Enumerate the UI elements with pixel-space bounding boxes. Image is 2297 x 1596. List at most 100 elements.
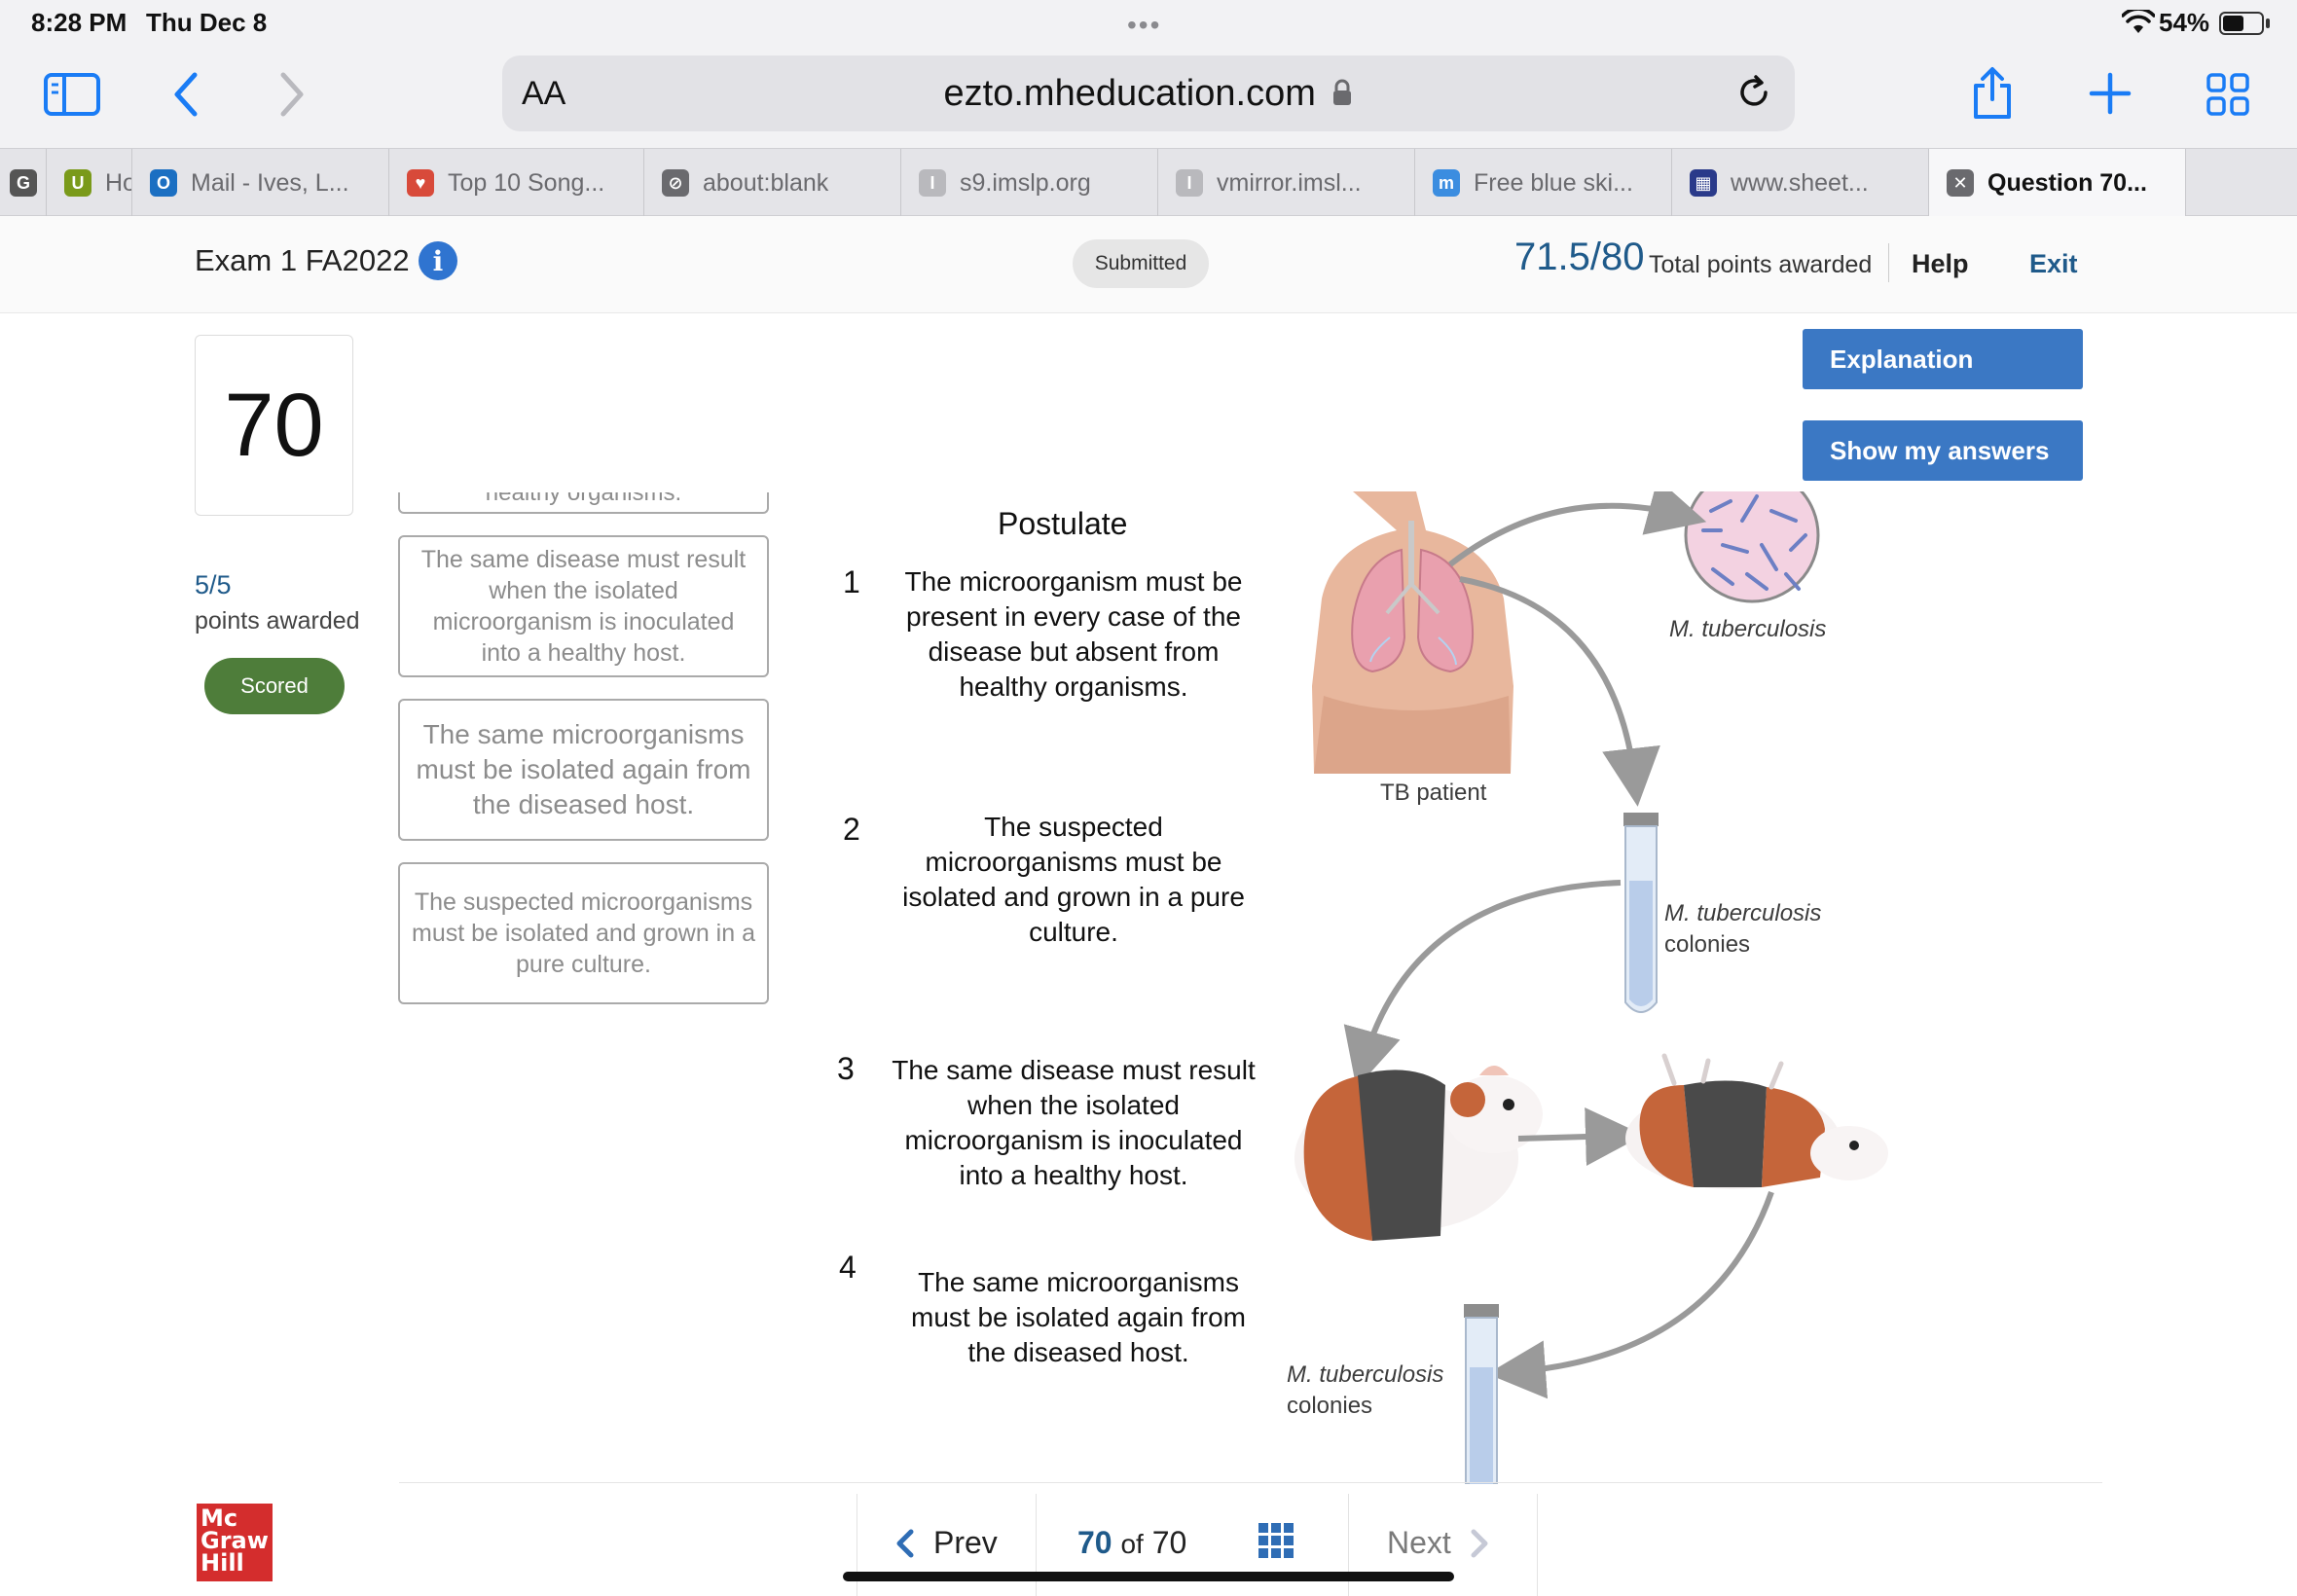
tab-label: Mail - Ives, L...: [191, 168, 349, 197]
chevron-right-icon: [1471, 1529, 1488, 1557]
postulate-number: 2: [843, 812, 860, 847]
multitasking-dots-icon[interactable]: •••: [1127, 10, 1162, 40]
tab-label: www.sheet...: [1731, 168, 1869, 197]
share-icon[interactable]: [1970, 66, 2015, 121]
home-indicator[interactable]: [843, 1572, 1454, 1581]
answer-card[interactable]: The same microorganisms must be isolated…: [398, 699, 769, 841]
exam-header: Exam 1 FA2022 i Submitted 71.5/80 Total …: [0, 216, 2297, 313]
koch-postulates-figure: M. tuberculosis TB patient M. tuberculos…: [1265, 491, 1947, 1484]
question-navigation: Prev 70 of 70 Next: [857, 1494, 1538, 1596]
scored-badge: Scored: [204, 658, 345, 714]
answer-card-text: The same disease must result when the is…: [420, 546, 747, 667]
help-link[interactable]: Help: [1912, 249, 1969, 278]
postulate-number: 4: [839, 1250, 857, 1285]
battery-percent: 54%: [2159, 8, 2210, 37]
tab-favicon-icon: ♥: [407, 169, 434, 197]
browser-tab[interactable]: O Mail - Ives, L...: [132, 149, 389, 217]
points-value: 5/5: [195, 570, 232, 599]
reload-icon[interactable]: [1734, 73, 1773, 112]
tab-favicon-icon: G: [10, 169, 37, 197]
tab-label: vmirror.imsl...: [1217, 168, 1362, 197]
status-time: 8:28 PM: [31, 8, 128, 37]
wifi-icon: [2122, 10, 2155, 33]
prev-button[interactable]: Prev: [894, 1525, 998, 1561]
browser-tab[interactable]: ▦ www.sheet...: [1672, 149, 1929, 217]
tab-label: Free blue ski...: [1474, 168, 1633, 197]
browser-tab[interactable]: ✕ Question 70...: [1929, 149, 2186, 217]
tb-patient-illustration: [1312, 491, 1513, 774]
tab-bar: GU Home O Mail - Ives, L... ♥ Top 10 Song... ⊘…: [0, 148, 2297, 217]
new-tab-icon[interactable]: [2089, 72, 2132, 115]
tab-favicon-icon: U: [64, 169, 91, 197]
exit-link[interactable]: Exit: [2029, 249, 2078, 278]
total-score-label: Total points awarded: [1649, 251, 1873, 278]
answer-card-text: healthy organisms.: [485, 492, 682, 506]
tab-favicon-icon: I: [1176, 169, 1203, 197]
tab-favicon-icon: I: [919, 169, 946, 197]
chevron-left-icon: [896, 1529, 914, 1557]
lock-icon: [1333, 79, 1352, 105]
tab-label: Home: [105, 168, 131, 197]
next-button[interactable]: Next: [1387, 1525, 1490, 1561]
postulate-text: The same microorganisms must be isolated…: [911, 1267, 1246, 1367]
guinea-pig-illustration: [1294, 1066, 1543, 1241]
postulate-text: The same disease must result when the is…: [892, 1055, 1256, 1190]
address-bar[interactable]: AA ezto.mheducation.com: [502, 55, 1795, 131]
postulate-text: The suspected microorganisms must be iso…: [902, 812, 1245, 947]
bacteria-micrograph: [1684, 491, 1820, 603]
points-label: points awarded: [195, 607, 360, 635]
tab-favicon-icon: O: [150, 169, 177, 197]
total-score: 71.5/80: [1514, 236, 1645, 278]
postulate-text: The microorganism must be present in eve…: [904, 566, 1243, 702]
status-date: Thu Dec 8: [146, 8, 268, 37]
answer-card-text: The suspected microorganisms must be iso…: [412, 889, 755, 978]
figure-label-organism: M. tuberculosis: [1669, 616, 1827, 642]
browser-tab[interactable]: ♥ Top 10 Song...: [389, 149, 644, 217]
tab-favicon-icon: m: [1433, 169, 1460, 197]
browser-toolbar: AA ezto.mheducation.com: [0, 49, 2297, 148]
figure-label-patient: TB patient: [1380, 780, 1487, 806]
answer-card-text: The same microorganisms must be isolated…: [416, 719, 751, 819]
culture-tube-illustration: [1464, 1304, 1499, 1484]
submitted-badge: Submitted: [1073, 239, 1209, 288]
tab-label: Question 70...: [1987, 168, 2147, 197]
back-icon[interactable]: [171, 70, 201, 119]
status-bar: 8:28 PM Thu Dec 8 ••• 54%: [0, 0, 2297, 49]
browser-tab[interactable]: U Home: [47, 149, 132, 217]
browser-tab[interactable]: m Free blue ski...: [1415, 149, 1672, 217]
diseased-guinea-pig-illustration: [1625, 1053, 1888, 1189]
tab-favicon-icon: ▦: [1690, 169, 1717, 197]
url-text[interactable]: ezto.mheducation.com: [502, 73, 1795, 115]
tab-favicon-icon: ⊘: [662, 169, 689, 197]
tab-label: Top 10 Song...: [448, 168, 605, 197]
tab-overview-icon[interactable]: [2206, 72, 2250, 117]
reader-aa-button[interactable]: AA: [522, 75, 566, 112]
exam-title: Exam 1 FA2022: [195, 243, 410, 277]
browser-tab[interactable]: G: [0, 149, 47, 217]
answer-card[interactable]: The suspected microorganisms must be iso…: [398, 862, 769, 1004]
explanation-button[interactable]: Explanation: [1803, 329, 2083, 389]
answer-card[interactable]: The same disease must result when the is…: [398, 535, 769, 677]
tab-favicon-icon: ✕: [1947, 169, 1974, 197]
tab-label: about:blank: [703, 168, 829, 197]
info-icon[interactable]: i: [419, 241, 457, 280]
culture-tube-illustration: [1623, 813, 1659, 1013]
browser-tab[interactable]: ⊘ about:blank: [644, 149, 901, 217]
forward-icon[interactable]: [277, 70, 307, 119]
answer-card[interactable]: healthy organisms.: [398, 492, 769, 514]
show-my-answers-button[interactable]: Show my answers: [1803, 420, 2083, 481]
postulate-heading: Postulate: [998, 506, 1128, 541]
sidebar-icon[interactable]: [43, 72, 101, 117]
page-indicator: 70 of 70: [1077, 1525, 1187, 1560]
postulate-number: 3: [837, 1051, 855, 1086]
mcgraw-hill-logo: Mc Graw Hill: [197, 1504, 273, 1581]
battery-icon: [2219, 12, 2264, 35]
question-number: 70: [195, 335, 353, 516]
question-grid-icon[interactable]: [1258, 1523, 1294, 1558]
tab-label: s9.imslp.org: [960, 168, 1091, 197]
postulate-number: 1: [843, 564, 860, 599]
